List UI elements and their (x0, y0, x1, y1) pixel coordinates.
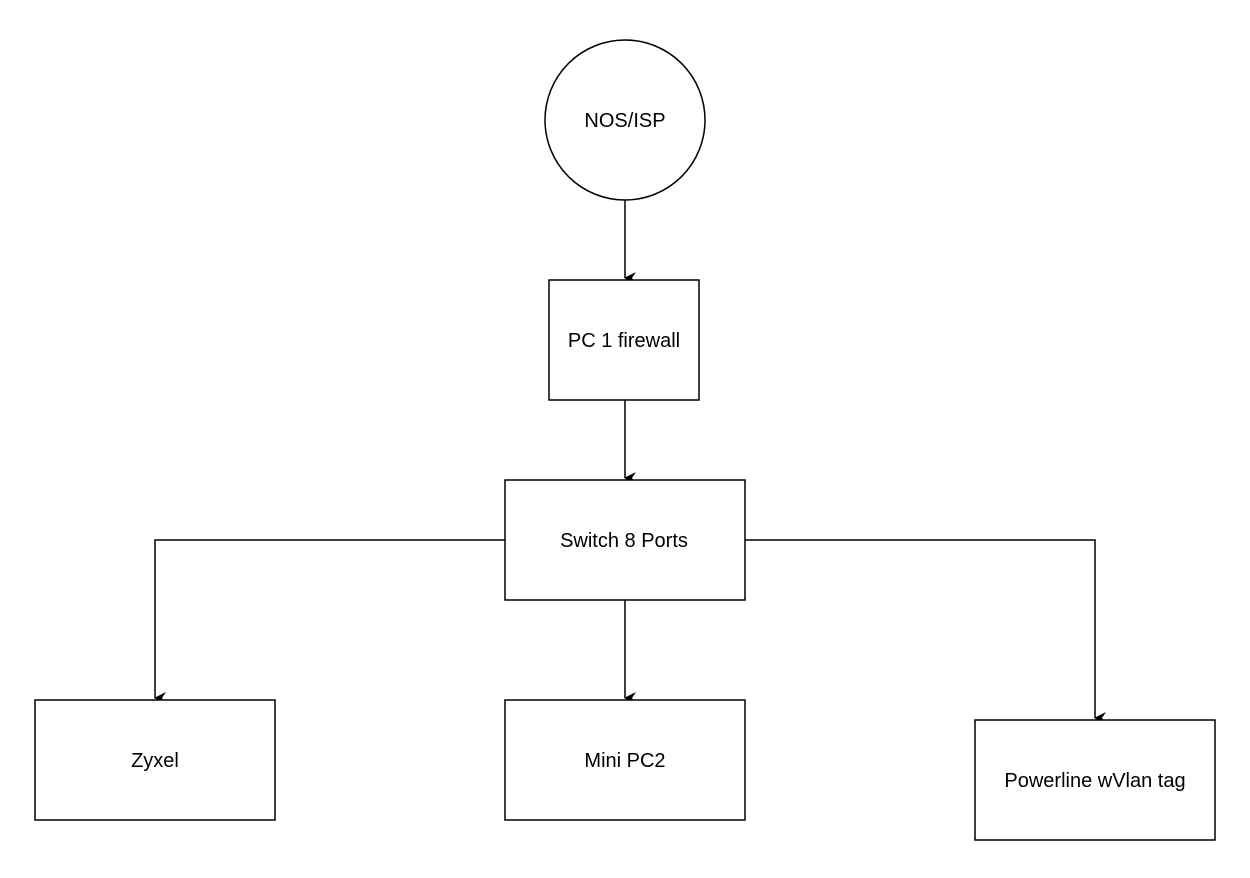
firewall-box (548, 279, 700, 401)
edges (154, 200, 1106, 724)
isp-circle (544, 39, 706, 201)
isp-label: NOS/ISP (584, 110, 665, 132)
firewall-label: PC 1 firewall (568, 330, 680, 352)
node-powerline[interactable]: Powerline wVlan tag (974, 719, 1216, 841)
edge-switch-to-zyxel (154, 539, 505, 704)
edge-switch-to-powerline (745, 539, 1106, 724)
powerline-label: Powerline wVlan tag (1004, 770, 1185, 792)
switch-label: Switch 8 Ports (560, 530, 688, 552)
node-minipc2[interactable]: Mini PC2 (504, 699, 746, 821)
zyxel-label: Zyxel (131, 750, 179, 772)
switch-box (504, 479, 746, 601)
node-zyxel[interactable]: Zyxel (34, 699, 276, 821)
node-switch[interactable]: Switch 8 Ports (504, 479, 746, 601)
powerline-box (974, 719, 1216, 841)
node-firewall[interactable]: PC 1 firewall (548, 279, 700, 401)
minipc2-box (504, 699, 746, 821)
minipc2-label: Mini PC2 (584, 750, 665, 772)
node-isp[interactable]: NOS/ISP (544, 39, 706, 201)
zyxel-box (34, 699, 276, 821)
